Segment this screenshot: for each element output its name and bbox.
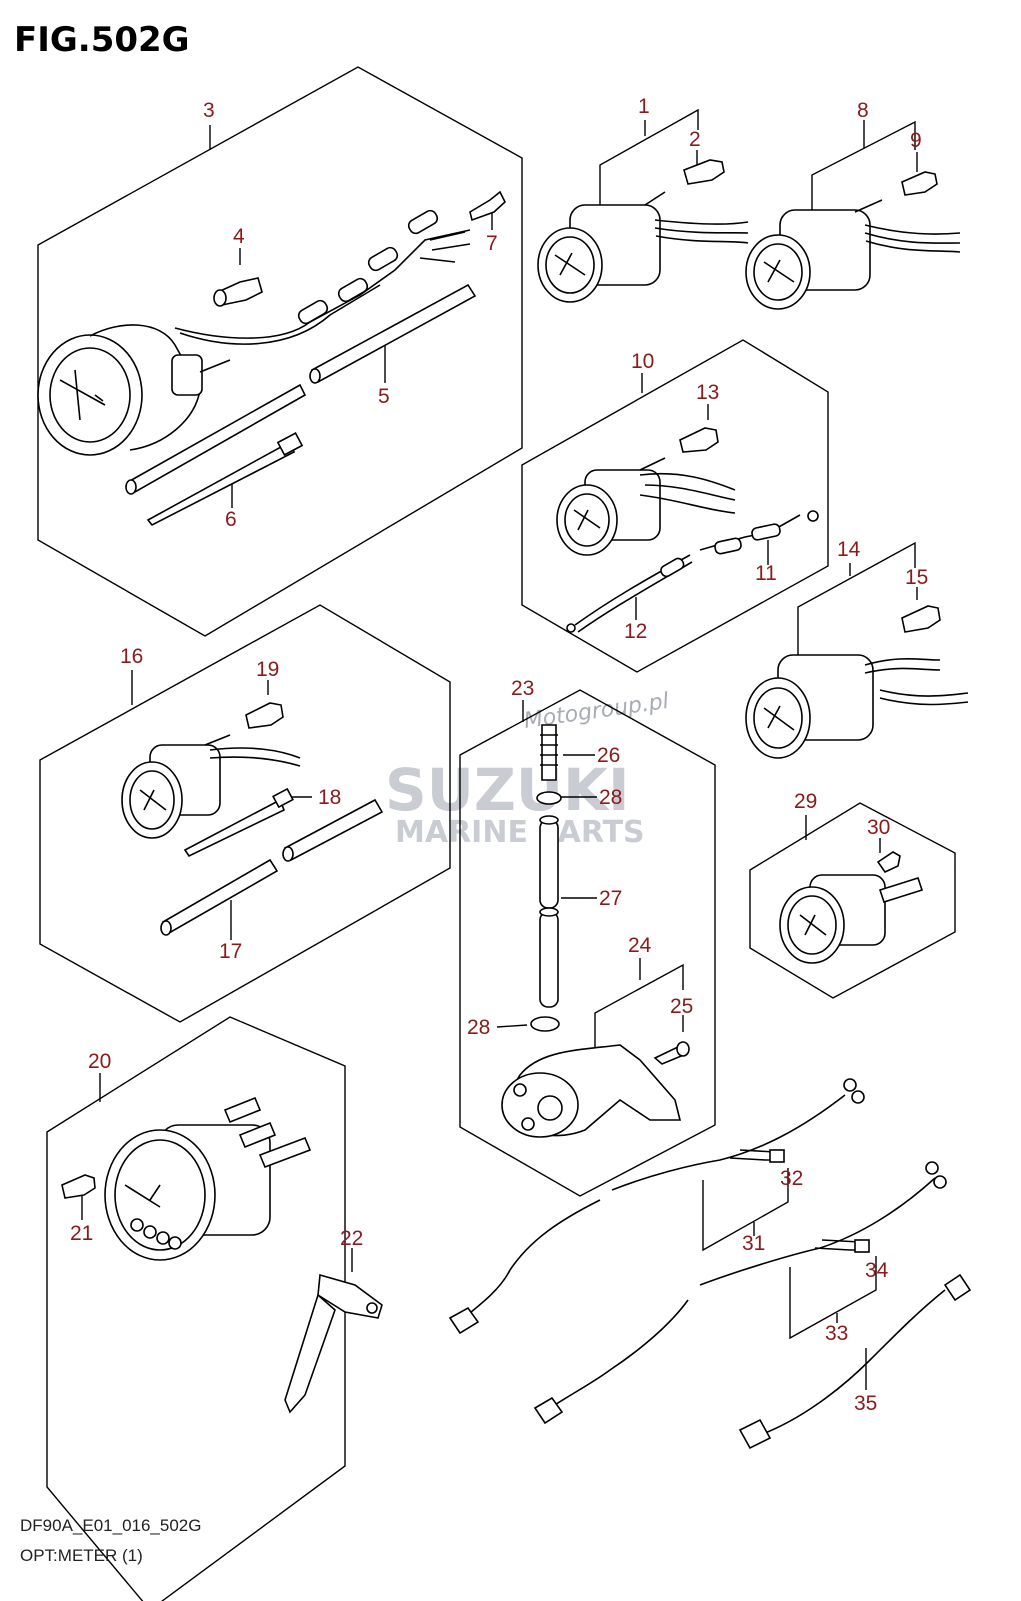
callout-22: 22: [340, 1227, 363, 1250]
bulb-9: [901, 171, 938, 196]
callout-20: 20: [88, 1050, 111, 1073]
callout-6: 6: [225, 508, 237, 531]
callout-15: 15: [905, 566, 928, 589]
callout-17: 17: [219, 940, 242, 963]
frame-group-20: [46, 1016, 346, 1601]
figure-title: FIG.502G: [14, 20, 190, 60]
callout-19: 19: [256, 658, 279, 681]
frame-group-29: [749, 802, 956, 999]
group-frames: [37, 66, 956, 1601]
callout-8: 8: [857, 99, 869, 122]
bulb-7: [469, 190, 506, 222]
callout-18: 18: [318, 786, 341, 809]
callout-34: 34: [865, 1259, 889, 1282]
watermark: Motogroup.pl SUZUKI MARINE PARTS: [385, 689, 670, 850]
callout-26: 26: [597, 744, 620, 767]
watermark-sub: MARINE PARTS: [395, 815, 645, 850]
bulb-21: [61, 1174, 96, 1199]
bulb-13: [679, 427, 719, 453]
frame-group-10: [521, 339, 829, 673]
callout-23: 23: [511, 677, 534, 700]
callout-14: 14: [837, 538, 861, 561]
gauge-10: [556, 457, 736, 556]
gauge-16: [121, 734, 301, 839]
harness-33: [533, 1161, 947, 1425]
callout-28-top: 28: [599, 786, 622, 809]
callout-16: 16: [120, 645, 143, 668]
frame-group-23: [459, 689, 716, 1197]
callout-3: 3: [203, 99, 215, 122]
frame-group-16: [39, 604, 451, 1023]
harness-12: [566, 554, 693, 633]
callout-32: 32: [780, 1167, 803, 1190]
gauge-assembly-3: [37, 209, 471, 456]
gauge-14: [745, 654, 969, 759]
callout-11: 11: [755, 562, 777, 585]
bracket-24: [501, 1044, 682, 1138]
callout-numbers: 1 2 3 4 5 6 7 8 9 10 11 12 13 14 15 16 1…: [70, 95, 928, 1415]
callout-12: 12: [624, 620, 647, 643]
tie-6: [146, 432, 304, 527]
bulb-15: [901, 605, 941, 633]
sensor-22: [284, 1273, 383, 1414]
callout-1: 1: [638, 95, 650, 118]
bulb-30: [876, 851, 901, 874]
callout-4: 4: [233, 225, 245, 248]
gauge-1: [537, 191, 749, 303]
screw-25: [653, 1041, 690, 1065]
gauge-20: [104, 1096, 312, 1261]
bulb-4: [213, 277, 263, 307]
watermark-brand: SUZUKI: [385, 756, 630, 824]
gauge-29: [779, 874, 924, 964]
callout-25: 25: [670, 995, 693, 1018]
harness-11: [699, 510, 819, 555]
harness-35: [738, 1273, 972, 1450]
callout-28-bottom: 28: [467, 1016, 490, 1039]
callout-21: 21: [70, 1222, 93, 1245]
callout-30: 30: [867, 816, 890, 839]
callout-35: 35: [854, 1392, 877, 1415]
hose-assembly-23: [530, 724, 562, 1032]
leader-lines: [81, 108, 918, 1390]
gauge-8: [745, 199, 961, 310]
callout-5: 5: [378, 385, 390, 408]
frame-group-3: [37, 66, 523, 637]
tube-17: [160, 798, 384, 936]
callout-33: 33: [825, 1322, 848, 1345]
callout-27: 27: [599, 887, 622, 910]
diagram-code: DF90A_E01_016_502G: [20, 1516, 202, 1535]
callout-29: 29: [794, 790, 817, 813]
bulb-2: [683, 159, 725, 185]
callout-24: 24: [628, 934, 652, 957]
callout-10: 10: [631, 350, 654, 373]
harness-31: [448, 1078, 865, 1335]
callout-9: 9: [910, 129, 922, 152]
callout-13: 13: [696, 381, 719, 404]
bulb-19: [245, 702, 284, 729]
tube-5: [125, 283, 477, 495]
diagram-name: OPT:METER (1): [20, 1546, 143, 1565]
callout-2: 2: [689, 128, 701, 151]
tie-18: [183, 787, 294, 858]
callout-7: 7: [486, 232, 498, 255]
callout-31: 31: [742, 1232, 765, 1255]
